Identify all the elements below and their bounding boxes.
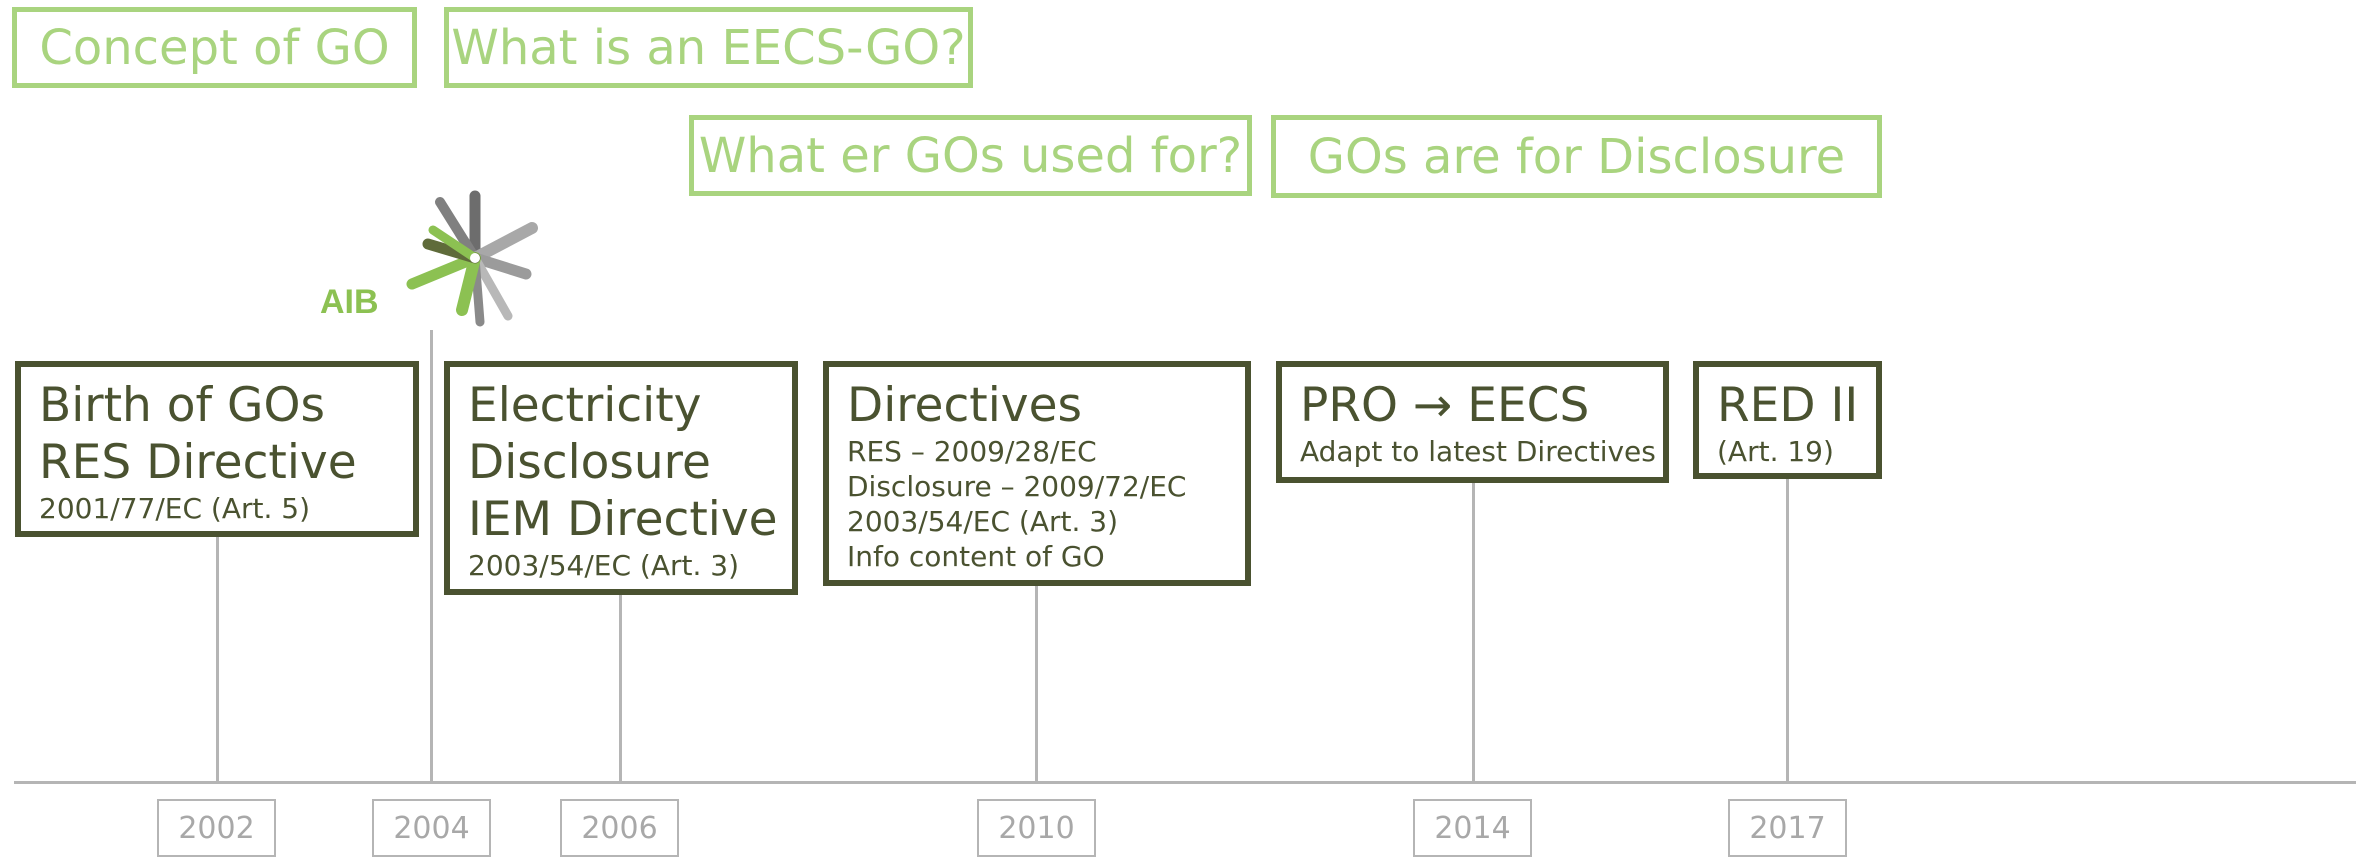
what-gos-used-for-label: What er GOs used for?	[698, 127, 1243, 184]
connector-2002	[216, 533, 219, 782]
event-title-line: Directives	[847, 378, 1082, 433]
year-text: 2014	[1434, 810, 1511, 846]
concept-of-go-box[interactable]: Concept of GO	[12, 7, 417, 88]
event-pro-eecs[interactable]: PRO → EECS Adapt to latest Directives	[1276, 361, 1669, 483]
connector-2010	[1035, 583, 1038, 782]
aib-logo-text: AIB	[320, 283, 379, 321]
year-text: 2002	[178, 810, 255, 846]
what-is-eecs-go-box[interactable]: What is an EECS-GO?	[444, 7, 973, 88]
concept-of-go-label: Concept of GO	[39, 19, 390, 76]
event-title-line: RES Directive	[39, 435, 357, 490]
year-label-2017: 2017	[1728, 799, 1847, 857]
event-detail-line: 2001/77/EC (Art. 5)	[39, 492, 311, 525]
year-label-2006: 2006	[560, 799, 679, 857]
connector-2004	[430, 330, 433, 782]
what-is-eecs-go-label: What is an EECS-GO?	[451, 19, 966, 76]
event-title-line: IEM Directive	[468, 492, 778, 547]
connector-2006	[619, 592, 622, 782]
event-red-ii[interactable]: RED II (Art. 19)	[1693, 361, 1882, 479]
connector-2017	[1786, 477, 1789, 782]
event-title-line: Disclosure	[468, 435, 711, 490]
timeline-axis	[14, 781, 2356, 784]
event-birth-of-gos[interactable]: Birth of GOs RES Directive 2001/77/EC (A…	[15, 361, 419, 537]
event-directives[interactable]: Directives RES – 2009/28/EC Disclosure –…	[823, 361, 1251, 586]
event-detail-line: Info content of GO	[847, 540, 1105, 573]
event-detail-line: Adapt to latest Directives	[1300, 435, 1656, 468]
connector-2014	[1472, 481, 1475, 782]
event-electricity-disclosure[interactable]: Electricity Disclosure IEM Directive 200…	[444, 361, 798, 595]
year-label-2010: 2010	[977, 799, 1096, 857]
event-detail-line: (Art. 19)	[1717, 435, 1834, 468]
event-title-line: Birth of GOs	[39, 378, 325, 433]
year-label-2002: 2002	[157, 799, 276, 857]
event-detail-line: Disclosure – 2009/72/EC	[847, 470, 1187, 503]
what-gos-used-for-box[interactable]: What er GOs used for?	[689, 115, 1252, 196]
year-text: 2010	[998, 810, 1075, 846]
year-text: 2017	[1749, 810, 1826, 846]
event-detail-line: 2003/54/EC (Art. 3)	[847, 505, 1119, 538]
event-title-line: Electricity	[468, 378, 702, 433]
year-label-2004: 2004	[372, 799, 491, 857]
event-detail-line: 2003/54/EC (Art. 3)	[468, 549, 740, 582]
year-label-2014: 2014	[1413, 799, 1532, 857]
year-text: 2004	[393, 810, 470, 846]
gos-for-disclosure-box[interactable]: GOs are for Disclosure	[1271, 115, 1882, 198]
event-title-line: RED II	[1717, 378, 1859, 433]
event-detail-line: RES – 2009/28/EC	[847, 435, 1097, 468]
aib-starburst-logo-icon	[406, 190, 538, 327]
event-title-line: PRO → EECS	[1300, 378, 1590, 433]
year-text: 2006	[581, 810, 658, 846]
gos-for-disclosure-label: GOs are for Disclosure	[1307, 128, 1846, 185]
